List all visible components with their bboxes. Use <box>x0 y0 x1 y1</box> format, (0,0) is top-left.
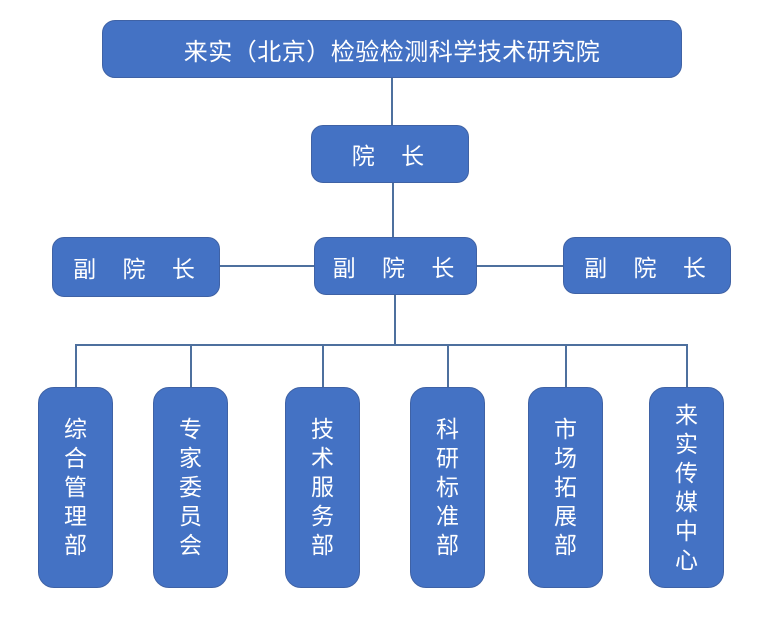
department-node-expert-committee: 专家委员会 <box>153 387 228 588</box>
connector-drop-dept-1 <box>75 344 77 387</box>
department-node-market-expansion: 市场拓展部 <box>528 387 603 588</box>
department-label-char: 务 <box>311 503 334 529</box>
department-label-char: 中 <box>675 517 698 544</box>
connector-drop-dept-3 <box>322 344 324 387</box>
department-label-char: 媒 <box>675 488 698 515</box>
vice-president-label: 副 院 长 <box>73 256 199 282</box>
department-label-char: 市 <box>554 416 577 442</box>
vice-president-label: 副 院 长 <box>332 255 459 281</box>
connector-president-to-vp <box>392 183 394 237</box>
connector-vp-middle-to-left <box>220 265 314 267</box>
department-label-char: 会 <box>179 532 202 558</box>
department-label-char: 术 <box>311 445 334 471</box>
department-label-char: 委 <box>179 474 202 500</box>
department-label-char: 传 <box>675 459 698 486</box>
department-label-char: 场 <box>554 445 577 471</box>
connector-drop-dept-6 <box>686 344 688 387</box>
department-label-char: 部 <box>311 532 334 558</box>
connector-drop-dept-5 <box>565 344 567 387</box>
department-node-research-standards: 科研标准部 <box>410 387 485 588</box>
vice-president-node-left: 副 院 长 <box>52 237 220 297</box>
connector-vp-middle-to-right <box>477 265 563 267</box>
vice-president-label: 副 院 长 <box>584 254 710 281</box>
president-node: 院 长 <box>311 125 469 183</box>
department-label-char: 展 <box>554 503 577 529</box>
department-label-char: 实 <box>675 430 698 457</box>
department-node-media-center: 来实传媒中心 <box>649 387 724 588</box>
department-label-char: 服 <box>311 474 334 500</box>
department-label-char: 标 <box>436 474 459 500</box>
connector-root-to-president <box>391 78 393 125</box>
department-label-char: 部 <box>554 532 577 558</box>
department-label-char: 科 <box>436 416 459 442</box>
vice-president-node-middle: 副 院 长 <box>314 237 477 295</box>
department-label-char: 来 <box>675 401 698 428</box>
department-node-general-management: 综合管理部 <box>38 387 113 588</box>
department-label-char: 管 <box>64 474 87 500</box>
vice-president-node-right: 副 院 长 <box>563 237 731 294</box>
president-label: 院 长 <box>351 143 429 169</box>
org-root-label: 来实（北京）检验检测科学技术研究院 <box>183 38 601 66</box>
department-label-char: 员 <box>179 503 202 529</box>
connector-drop-dept-4 <box>447 344 449 387</box>
department-label-char: 心 <box>675 546 698 573</box>
connector-drop-dept-2 <box>190 344 192 387</box>
org-root-node: 来实（北京）检验检测科学技术研究院 <box>102 20 682 78</box>
connector-department-bus <box>75 344 687 346</box>
department-label-char: 拓 <box>554 474 577 500</box>
department-label-char: 专 <box>179 416 202 442</box>
department-label-char: 准 <box>436 503 459 529</box>
department-node-technical-service: 技术服务部 <box>285 387 360 588</box>
department-label-char: 理 <box>64 503 87 529</box>
department-label-char: 研 <box>436 445 459 471</box>
department-label-char: 部 <box>64 532 87 558</box>
connector-vp-to-departments <box>394 295 396 344</box>
department-label-char: 家 <box>179 445 202 471</box>
department-label-char: 技 <box>311 416 334 442</box>
department-label-char: 综 <box>64 416 87 442</box>
department-label-char: 合 <box>64 445 87 471</box>
department-label-char: 部 <box>436 532 459 558</box>
